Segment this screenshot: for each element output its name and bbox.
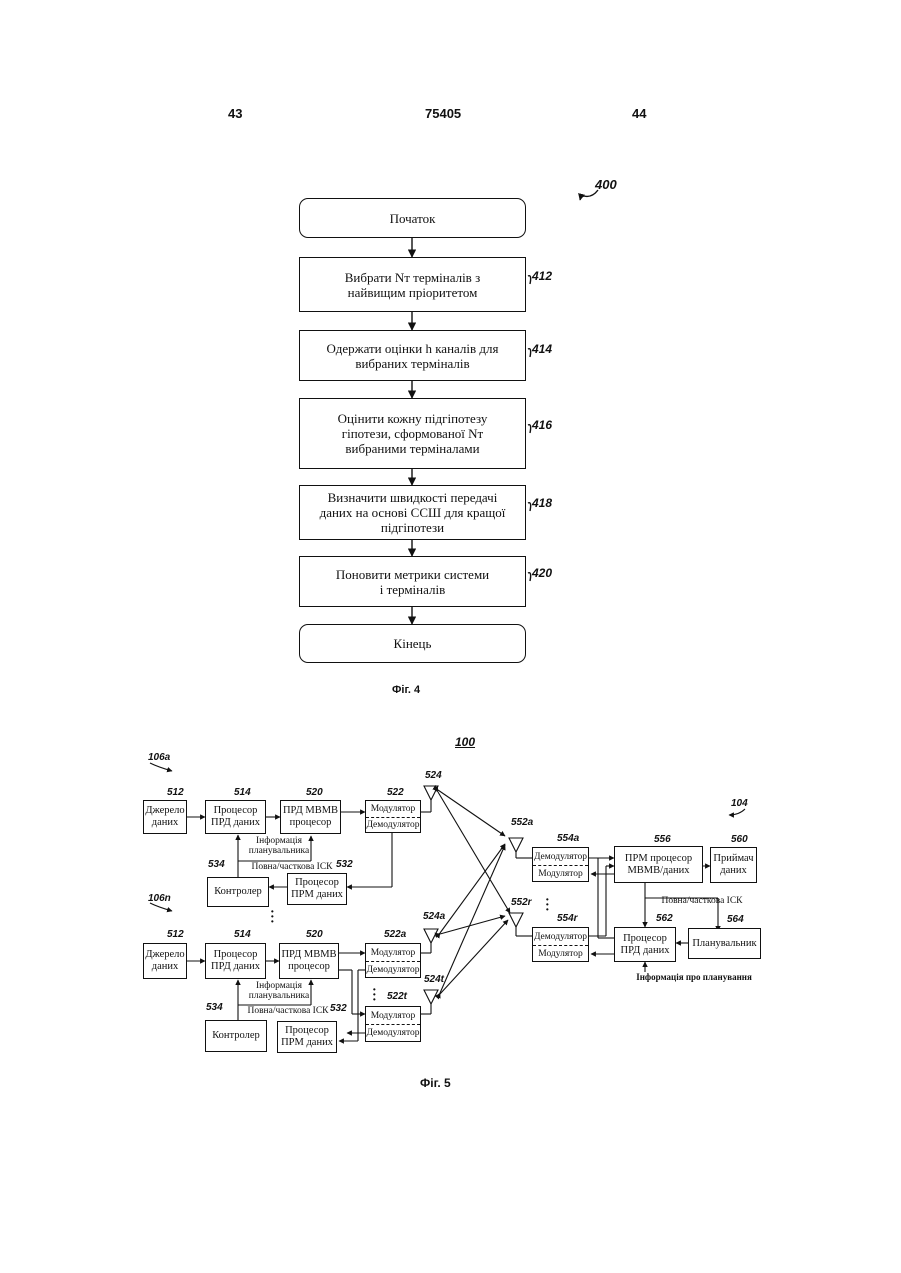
csi-label-n: Повна/часткова ІСК [238,1006,338,1016]
antenna-a-ref: 524 [425,770,442,781]
csi-label-a: Повна/часткова ІСК [242,862,342,872]
ap-modem-ellipsis: ··· [545,898,550,913]
terminal-n-ref: 106n [148,893,171,904]
ap-modulator-a: Модулятор [533,865,588,882]
mod-na-ref: 522a [384,929,406,940]
demodulator-nt: Демодулятор [366,1024,420,1042]
controller-a: Контролер [207,877,269,907]
ap-modulator-r: Модулятор [533,945,588,962]
modulator-a: Модулятор [366,801,420,818]
data-source-a: Джерело даних [143,800,187,834]
ap-demodulator-a: Демодулятор [533,848,588,866]
fig5-caption: Фіг. 5 [420,1076,451,1090]
tx-data-processor-a: Процесор ПРД даних [205,800,266,834]
modulator-na: Модулятор [366,944,420,962]
ap-rx-mimo-ref: 556 [654,834,671,845]
rxp-n-ref: 532 [330,1003,347,1014]
ap-antenna-r-ref: 552r [511,897,532,908]
ap-modem-r-ref: 554r [557,913,578,924]
modem-na: Модулятор Демодулятор [365,943,421,978]
rx-data-processor-n: Процесор ПРМ даних [277,1021,337,1053]
rx-mimo-data-processor: ПРМ процесор МВМВ/даних [614,846,703,883]
demodulator-a: Демодулятор [366,817,420,833]
tx-mimo-processor-n: ПРД МВМВ процесор [279,943,339,979]
terminal-ellipsis: ··· [270,910,275,925]
demodulator-na: Демодулятор [366,961,420,978]
modem-a: Модулятор Демодулятор [365,800,421,833]
sink-ref: 560 [731,834,748,845]
ctrl-n-ref: 534 [206,1002,223,1013]
access-point-ref: 104 [731,798,748,809]
ap-csi-label: Повна/часткова ІСК [652,896,752,906]
data-source-n: Джерело даних [143,943,187,979]
ap-modem-a-ref: 554a [557,833,579,844]
data-sink: Приймач даних [710,847,757,883]
ctrl-a-ref: 534 [208,859,225,870]
mod-nt-ref: 522t [387,991,407,1002]
src-n-ref: 512 [167,929,184,940]
tx-mimo-processor-a: ПРД МВМВ процесор [280,800,341,834]
ap-antenna-a-ref: 552a [511,817,533,828]
ap-txp-ref: 562 [656,913,673,924]
modem-ellipsis: ··· [372,988,377,1003]
src-a-ref: 512 [167,787,184,798]
fig5-system-ref: 100 [455,735,475,749]
txp-a-ref: 514 [234,787,251,798]
ap-modem-a: Демодулятор Модулятор [532,847,589,882]
rxp-a-ref: 532 [336,859,353,870]
ap-modem-r: Демодулятор Модулятор [532,927,589,962]
rx-data-processor-a: Процесор ПРМ даних [287,873,347,905]
tx-data-processor-n: Процесор ПРД даних [205,943,266,979]
controller-n: Контролер [205,1020,267,1052]
mimo-a-ref: 520 [306,787,323,798]
ap-tx-data-processor: Процесор ПРД даних [614,927,676,962]
scheduler-info-n: Інформація планувальника [244,981,314,1001]
modem-nt: Модулятор Демодулятор [365,1006,421,1042]
ap-scheduling-info: Інформація про планування [624,972,764,982]
scheduler-info-a: Інформація планувальника [244,836,314,856]
ap-demodulator-r: Демодулятор [533,928,588,946]
mimo-n-ref: 520 [306,929,323,940]
antenna-nt-ref: 524t [424,974,444,985]
modulator-nt: Модулятор [366,1007,420,1025]
antenna-na-ref: 524a [423,911,445,922]
scheduler: Планувальник [688,928,761,959]
txp-n-ref: 514 [234,929,251,940]
terminal-a-ref: 106a [148,752,170,763]
scheduler-ref: 564 [727,914,744,925]
mod-a-ref: 522 [387,787,404,798]
